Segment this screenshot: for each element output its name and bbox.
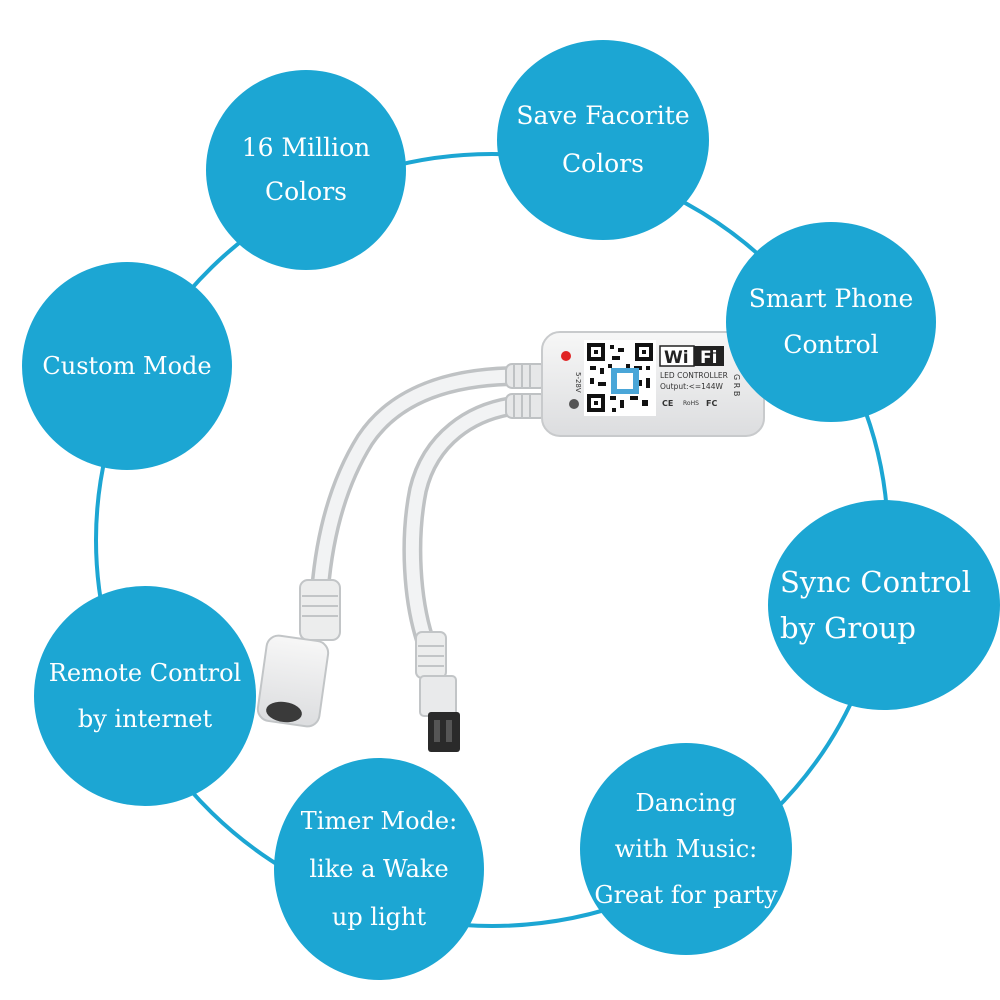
feature-text: Sync Control <box>780 565 971 599</box>
ce-mark: CE <box>662 399 673 408</box>
feature-text: Colors <box>561 149 644 178</box>
feature-text: 16 Million <box>241 133 371 162</box>
feature-text: Custom Mode <box>42 352 212 380</box>
dc-female-jack <box>256 579 341 728</box>
feature-text: Remote Control <box>48 659 242 687</box>
wifi-label-left: Wi <box>664 348 689 368</box>
feature-timer-mode: Timer Mode: like a Wake up light <box>274 758 484 980</box>
feature-text: by Group <box>780 611 916 645</box>
strain-relief <box>505 363 547 419</box>
feature-smart-phone-control: Smart Phone Control <box>726 222 936 422</box>
status-led <box>561 351 571 361</box>
feature-16-million-colors: 16 Million Colors <box>206 70 406 270</box>
wifi-controller-body: Wi Fi LED CONTROLLER Output:<=144W 5-28V… <box>541 331 765 437</box>
feature-text: Great for party <box>594 881 778 909</box>
feature-text: up light <box>331 903 427 931</box>
controller-label: LED CONTROLLER <box>660 371 728 380</box>
rgb-pin-label: G R B <box>732 374 741 396</box>
voltage-label: 5-28V <box>574 372 582 393</box>
feature-text: by internet <box>77 705 213 733</box>
led-cable <box>402 395 530 650</box>
feature-text: Save Facorite <box>516 101 690 130</box>
feature-text: Timer Mode: <box>300 807 458 835</box>
feature-text: Control <box>783 330 879 359</box>
fc-mark: FC <box>706 399 717 408</box>
rohs-mark: RoHS <box>683 400 699 407</box>
output-label: Output:<=144W <box>660 382 723 391</box>
four-pin-connector <box>415 631 460 752</box>
feature-text: like a Wake <box>309 855 449 883</box>
feature-dancing-with-music: Dancing with Music: Great for party <box>580 743 792 955</box>
feature-text: Dancing <box>635 789 737 817</box>
feature-remote-control-by-internet: Remote Control by internet <box>34 586 256 806</box>
qr-code <box>584 340 656 416</box>
wifi-label-right: Fi <box>700 348 717 368</box>
feature-custom-mode: Custom Mode <box>22 262 232 470</box>
feature-text: Smart Phone <box>748 284 914 313</box>
feature-save-favorite-colors: Save Facorite Colors <box>497 40 709 240</box>
feature-text: Colors <box>264 177 347 206</box>
wifi-badge <box>659 345 724 367</box>
feature-sync-control-by-group: Sync Control by Group <box>768 500 1000 710</box>
feature-text: with Music: <box>614 835 758 863</box>
